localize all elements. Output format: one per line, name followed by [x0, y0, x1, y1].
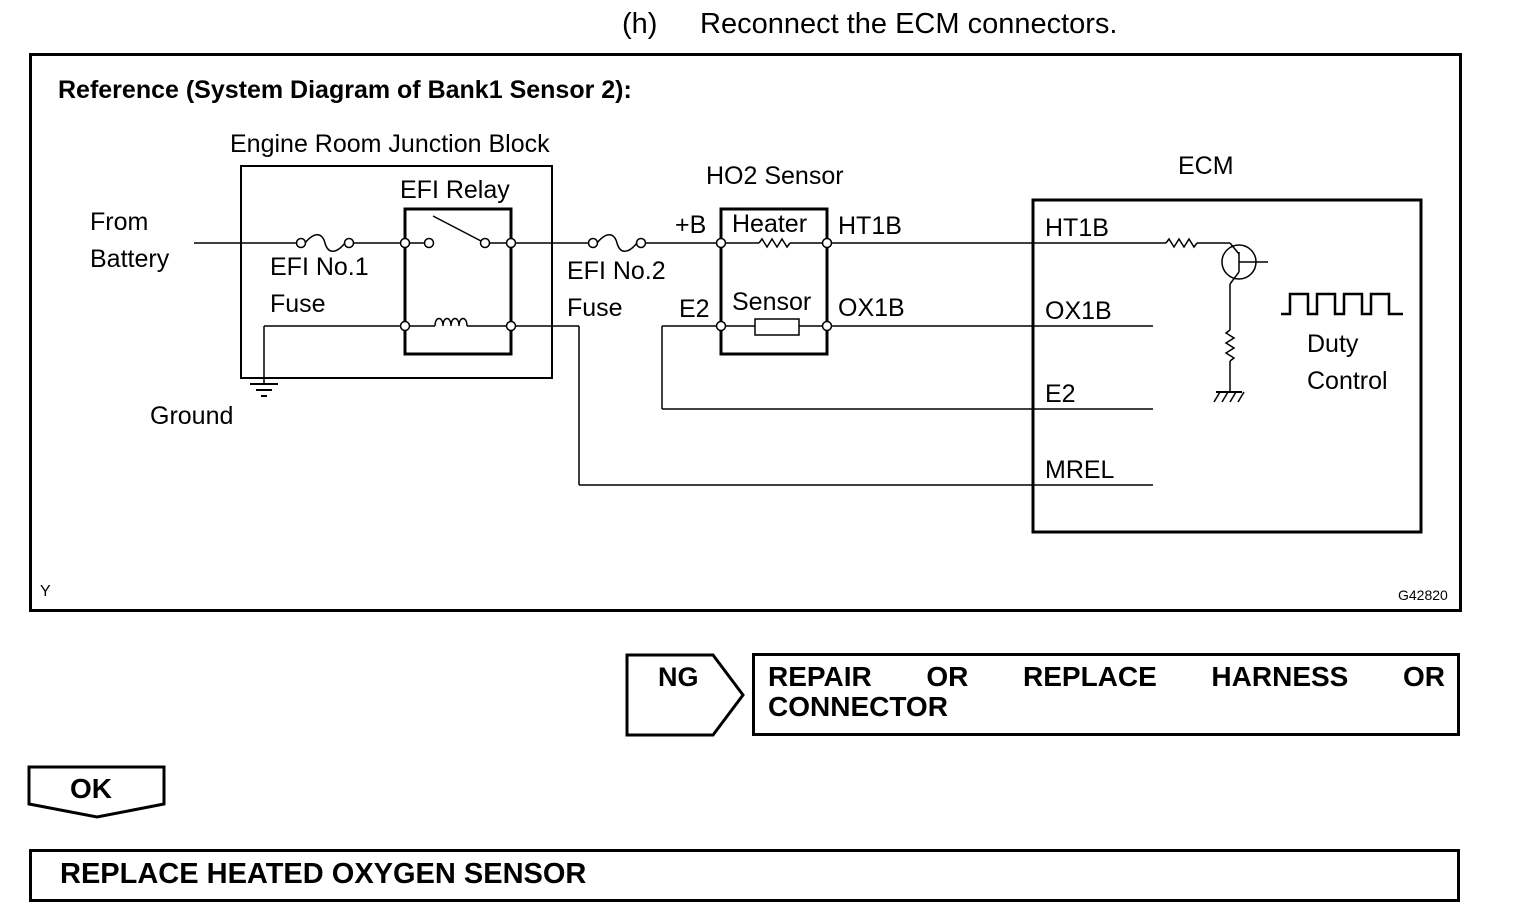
circuit-wiring [194, 165, 1423, 534]
relay-coil-symbol [434, 317, 468, 327]
final-action-text: REPLACE HEATED OXYGEN SENSOR [60, 858, 587, 890]
repair-text: REPAIR OR REPLACE HARNESS OR CONNECTOR [768, 661, 1445, 722]
efi-no2-fuse-label: Fuse [567, 294, 623, 322]
ecm-box [1031, 198, 1423, 534]
efi-no1-label: EFI No.1 [270, 253, 369, 281]
corner-marker: Y [40, 583, 51, 600]
efi-relay-label: EFI Relay [400, 176, 510, 204]
ecm-mrel-label: MREL [1045, 456, 1115, 484]
efi-no2-label: EFI No.2 [567, 257, 666, 285]
ox1b-sensor-label: OX1B [838, 294, 905, 322]
sensor-element-symbol [754, 318, 800, 336]
ecm-e2-label: E2 [1045, 380, 1076, 408]
duty-label: Duty [1307, 330, 1359, 358]
ecm-ox1b-label: OX1B [1045, 297, 1112, 325]
control-label: Control [1307, 367, 1388, 395]
ok-arrow-box [27, 765, 166, 819]
heater-resistor-symbol [758, 237, 791, 249]
ht1b-sensor-label: HT1B [838, 212, 902, 240]
ok-label: OK [70, 773, 112, 804]
ecm-ht1b-label: HT1B [1045, 214, 1109, 242]
efi-no1-fuse-label: Fuse [270, 290, 326, 318]
battery-label: Battery [90, 245, 170, 273]
step-letter: (h) [622, 8, 658, 40]
ho2-sensor-box [719, 207, 829, 356]
sensor-label: Sensor [732, 288, 812, 316]
e2-terminal-label: E2 [679, 295, 710, 323]
ground-label: Ground [150, 402, 234, 430]
figure-code: G42820 [1398, 587, 1448, 603]
ho2-sensor-label: HO2 Sensor [706, 162, 844, 190]
reference-diagram-frame: Reference (System Diagram of Bank1 Senso… [29, 53, 1462, 612]
step-instruction: (h) Reconnect the ECM connectors. [622, 8, 1117, 41]
duty-pulse-waveform [1281, 292, 1403, 316]
junction-block-outline [240, 165, 553, 379]
ng-label: NG [658, 662, 699, 692]
step-text: Reconnect the ECM connectors. [700, 8, 1118, 40]
efi-no2-fuse-symbol [596, 234, 638, 252]
diagram-title: Reference (System Diagram of Bank1 Senso… [58, 76, 632, 104]
plus-b-label: +B [675, 211, 707, 239]
ng-arrow-box [625, 653, 745, 737]
heater-label: Heater [732, 210, 808, 238]
pulldown-resistor-symbol [1224, 329, 1236, 362]
junction-block-label: Engine Room Junction Block [230, 130, 550, 158]
efi-no1-fuse-symbol [304, 234, 346, 252]
ecm-resistor-symbol [1165, 237, 1198, 249]
efi-relay-box [403, 207, 513, 356]
ecm-label: ECM [1178, 152, 1234, 180]
repair-harness-box: REPAIR OR REPLACE HARNESS OR CONNECTOR [752, 653, 1460, 736]
from-label: From [90, 208, 149, 236]
replace-sensor-box: REPLACE HEATED OXYGEN SENSOR [29, 849, 1460, 902]
